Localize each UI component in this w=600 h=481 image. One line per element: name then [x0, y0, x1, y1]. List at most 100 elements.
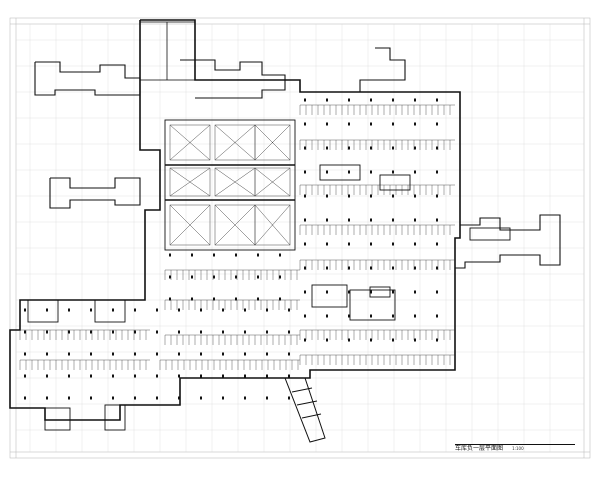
column	[392, 266, 394, 270]
column	[304, 170, 306, 174]
column	[288, 308, 290, 312]
column	[414, 194, 416, 198]
column	[213, 253, 215, 257]
column	[222, 396, 224, 400]
column	[326, 242, 328, 246]
column	[244, 374, 246, 378]
column	[90, 330, 92, 334]
column	[46, 308, 48, 312]
column	[90, 352, 92, 356]
column	[235, 275, 237, 279]
column	[370, 290, 372, 294]
column	[436, 218, 438, 222]
column	[436, 314, 438, 318]
column	[244, 308, 246, 312]
column	[46, 396, 48, 400]
column	[414, 242, 416, 246]
central-core	[164, 119, 296, 251]
column	[46, 330, 48, 334]
column	[326, 218, 328, 222]
column	[304, 290, 306, 294]
column	[191, 297, 193, 301]
title-underline	[455, 444, 575, 445]
column	[348, 242, 350, 246]
column	[112, 308, 114, 312]
column	[178, 352, 180, 356]
column	[304, 242, 306, 246]
column	[436, 170, 438, 174]
column	[24, 330, 26, 334]
column	[414, 98, 416, 102]
column	[326, 338, 328, 342]
column	[112, 396, 114, 400]
ramp-bay-diagonal	[254, 167, 291, 197]
column	[178, 308, 180, 312]
column	[414, 146, 416, 150]
column	[24, 352, 26, 356]
column	[436, 122, 438, 126]
column	[244, 330, 246, 334]
column	[68, 396, 70, 400]
column	[156, 330, 158, 334]
column	[348, 314, 350, 318]
entrance-ramp	[284, 377, 326, 443]
column	[156, 396, 158, 400]
ramp-bays	[169, 124, 291, 246]
column	[112, 330, 114, 334]
column	[348, 146, 350, 150]
dimension-frame	[9, 17, 591, 459]
column	[169, 297, 171, 301]
column	[244, 396, 246, 400]
column	[191, 253, 193, 257]
column	[392, 122, 394, 126]
column	[213, 275, 215, 279]
column	[266, 352, 268, 356]
column	[326, 290, 328, 294]
column	[24, 308, 26, 312]
north-shaft	[139, 21, 196, 81]
column	[235, 297, 237, 301]
column	[414, 290, 416, 294]
column	[304, 314, 306, 318]
column	[436, 266, 438, 270]
column	[90, 308, 92, 312]
column	[24, 396, 26, 400]
column	[178, 374, 180, 378]
column	[279, 275, 281, 279]
column	[134, 308, 136, 312]
equipment-rooms	[311, 164, 511, 321]
column	[169, 253, 171, 257]
column	[436, 338, 438, 342]
ramp-bay-diagonal	[214, 167, 256, 197]
column	[90, 396, 92, 400]
column	[46, 374, 48, 378]
column	[304, 338, 306, 342]
column	[112, 352, 114, 356]
column	[436, 146, 438, 150]
column	[370, 194, 372, 198]
column	[222, 308, 224, 312]
column	[266, 396, 268, 400]
ramp-bay	[169, 167, 211, 197]
column	[200, 352, 202, 356]
ramp-bay-diagonal	[169, 167, 211, 197]
column	[326, 98, 328, 102]
column	[326, 146, 328, 150]
column	[178, 396, 180, 400]
column	[326, 122, 328, 126]
column	[436, 290, 438, 294]
column	[90, 374, 92, 378]
column	[304, 218, 306, 222]
column	[279, 297, 281, 301]
column	[288, 330, 290, 334]
column	[156, 352, 158, 356]
column	[200, 308, 202, 312]
column	[370, 242, 372, 246]
column	[213, 297, 215, 301]
column	[370, 170, 372, 174]
column	[178, 330, 180, 334]
column	[235, 253, 237, 257]
column	[68, 374, 70, 378]
column	[304, 146, 306, 150]
